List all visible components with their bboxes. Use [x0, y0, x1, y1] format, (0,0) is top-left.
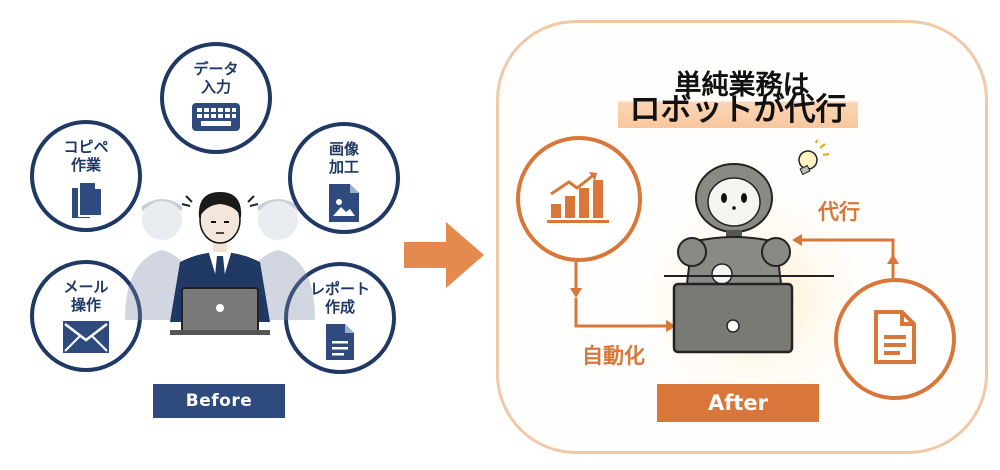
task-copy-paste: コピペ 作業: [30, 120, 142, 232]
mail-icon: [62, 320, 110, 354]
image-file-icon: [327, 182, 361, 224]
automation-label: 自動化: [582, 344, 645, 368]
transition-arrow-icon: [404, 222, 484, 292]
task-label: コピペ 作業: [63, 138, 109, 174]
after-label: After: [657, 384, 819, 422]
task-label: データ 入力: [193, 60, 239, 96]
task-label: 画像 加工: [328, 140, 359, 176]
task-label: メール 操作: [63, 278, 109, 314]
task-mail: メール 操作: [30, 260, 142, 372]
headline-line2: ロボットが代行: [618, 84, 858, 128]
task-data-entry: データ 入力: [160, 42, 272, 154]
substitute-label: 代行: [818, 200, 860, 224]
document-icon: [873, 309, 917, 369]
analytics-circle: [516, 136, 642, 262]
document-circle: [834, 278, 956, 400]
task-label: レポート 作成: [309, 280, 370, 316]
copy-icon: [66, 180, 106, 224]
document-icon: [324, 322, 356, 362]
keyboard-icon: [191, 102, 241, 132]
task-image-editing: 画像 加工: [288, 122, 400, 234]
before-label: Before: [153, 384, 285, 418]
robot-illustration: [634, 160, 844, 364]
task-report: レポート 作成: [284, 262, 396, 374]
growth-chart-icon: [547, 170, 611, 228]
lightbulb-icon: [792, 139, 832, 184]
busy-worker-illustration: [120, 180, 320, 340]
